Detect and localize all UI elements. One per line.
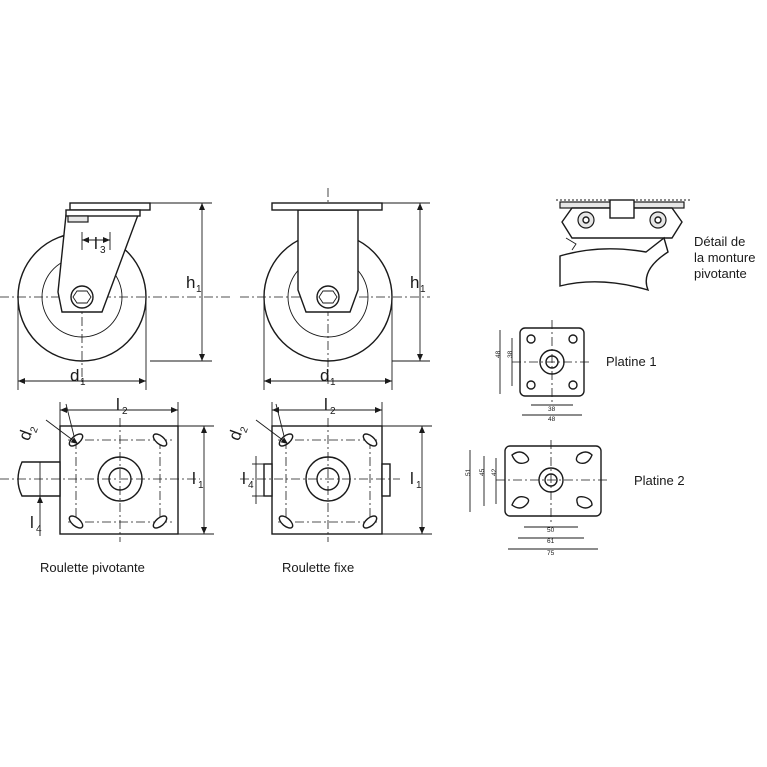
fixed-axle xyxy=(316,285,340,309)
p2-h1: 51 xyxy=(465,468,472,476)
platine-1: 48 38 38 48 Platine 1 xyxy=(495,320,657,423)
p1-height-inner: 38 xyxy=(507,350,514,358)
label-d2-fixed-sub: 2 xyxy=(239,425,251,434)
p1-width-inner: 38 xyxy=(548,406,556,413)
p2-w1: 50 xyxy=(547,527,555,534)
label-l4-fixed-sub: 4 xyxy=(248,480,254,491)
label-h1-fixed-sub: 1 xyxy=(420,284,426,295)
p1-height-outer: 48 xyxy=(495,350,502,358)
label-h1-swivel: h xyxy=(186,273,195,292)
label-l1-fixed: l xyxy=(410,469,414,488)
label-l2-fixed: l xyxy=(324,395,328,414)
label-d1-fixed-sub: 1 xyxy=(330,377,336,388)
swivel-axle xyxy=(70,285,94,309)
label-l4-swivel: l xyxy=(30,513,34,532)
platine-2: 51 45 42 50 61 75 Platine 2 xyxy=(465,440,685,557)
caption-detail-line2: la monture xyxy=(694,250,755,265)
label-l3: l xyxy=(94,234,98,253)
label-l4-swivel-sub: 4 xyxy=(36,524,42,535)
swivel-fork xyxy=(57,214,140,313)
label-l1-fixed-sub: 1 xyxy=(416,480,422,491)
label-l2-swivel: l xyxy=(116,395,120,414)
p2-h2: 45 xyxy=(479,468,486,476)
label-l4-fixed: l xyxy=(242,469,246,488)
swivel-swivel-ring xyxy=(65,209,141,217)
caption-swivel: Roulette pivotante xyxy=(40,560,145,575)
caption-platine2: Platine 2 xyxy=(634,473,685,488)
label-d1-fixed: d xyxy=(320,366,329,385)
swivel-mount-detail: Détail de la monture pivotante xyxy=(556,199,755,292)
p2-h3: 42 xyxy=(491,468,498,476)
swivel-brake xyxy=(67,215,89,223)
caption-detail-line1: Détail de xyxy=(694,234,745,249)
fixed-caster-side-view: h 1 d 1 xyxy=(240,188,430,390)
caption-fixed: Roulette fixe xyxy=(282,560,354,575)
swivel-caster-side-view: l 3 h 1 d 1 xyxy=(0,202,232,390)
label-l3-sub: 3 xyxy=(100,245,106,256)
label-d1-swivel: d xyxy=(70,366,79,385)
label-h1-fixed: h xyxy=(410,273,419,292)
p2-w2: 61 xyxy=(547,538,555,545)
label-l1-swivel-sub: 1 xyxy=(198,480,204,491)
label-d1-swivel-sub: 1 xyxy=(80,377,86,388)
swivel-plate-top-view: l 2 l 1 d 2 l 4 Roulette pivotante xyxy=(0,395,214,575)
label-l2-swivel-sub: 2 xyxy=(122,406,128,417)
swivel-mounting-holes xyxy=(68,433,168,529)
fixed-plate-top-view: l 2 l 1 d 2 l 4 Roulette fixe xyxy=(225,395,432,575)
label-l1-swivel: l xyxy=(192,469,196,488)
p1-width-outer: 48 xyxy=(548,416,556,423)
fixed-top-plate xyxy=(271,202,383,211)
p2-w3: 75 xyxy=(547,550,555,557)
label-h1-swivel-sub: 1 xyxy=(196,284,202,295)
fixed-mounting-holes xyxy=(278,433,378,529)
swivel-top-plate xyxy=(69,202,151,211)
label-d2-swivel-sub: 2 xyxy=(29,425,41,434)
caption-detail-line3: pivotante xyxy=(694,266,747,281)
label-l2-fixed-sub: 2 xyxy=(330,406,336,417)
caption-platine1: Platine 1 xyxy=(606,354,657,369)
